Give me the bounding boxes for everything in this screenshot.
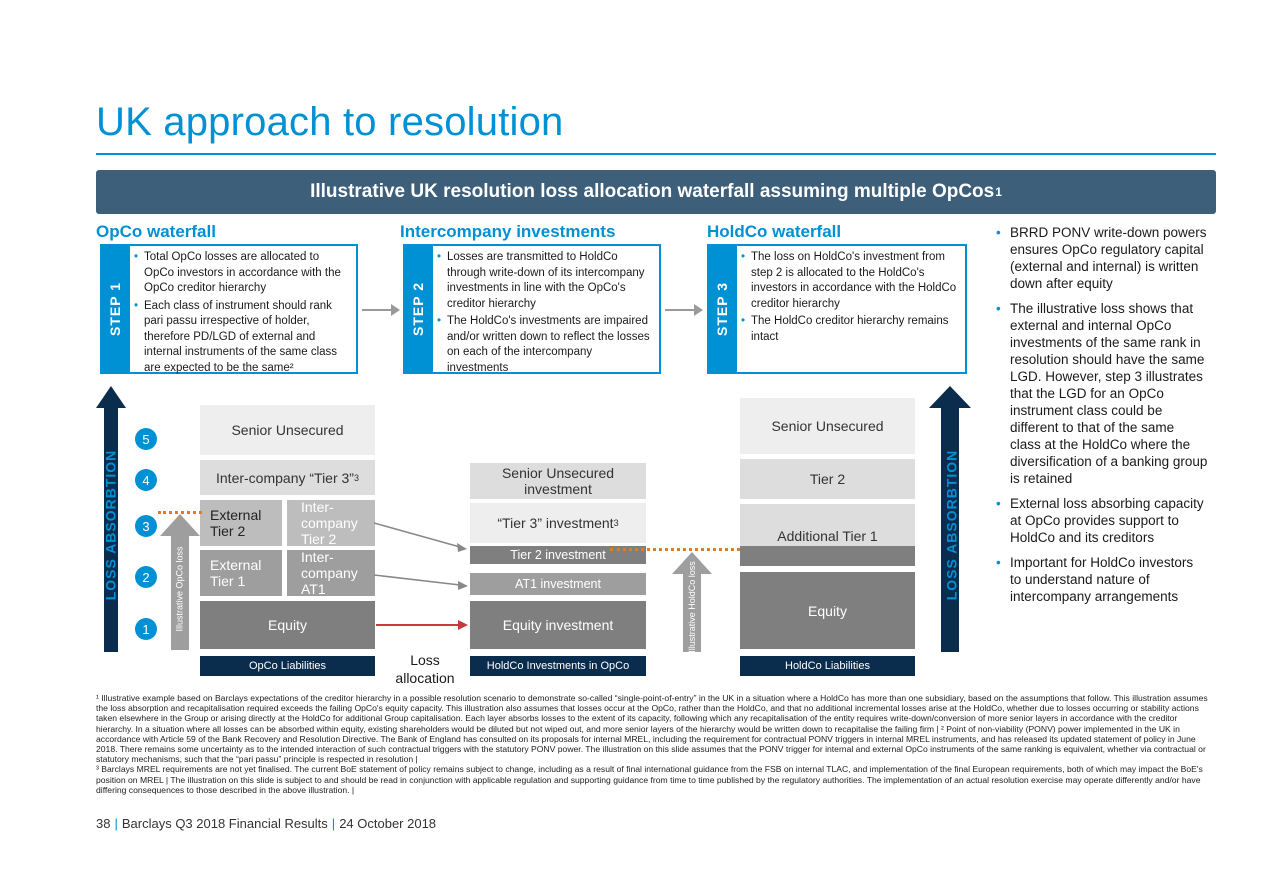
intercompany-tier3-footnote-ref: 3 xyxy=(613,518,619,528)
level-number-3: 3 xyxy=(135,515,157,537)
loss-allocation-label: Loss allocation xyxy=(395,652,455,686)
opco-intercompany-at1: Inter-company AT1 xyxy=(287,549,375,597)
step-3-label: STEP 3 xyxy=(714,282,730,336)
page-footer: 38|Barclays Q3 2018 Financial Results|24… xyxy=(96,816,436,831)
opco-equity: Equity xyxy=(200,601,375,649)
holdco-liabilities-label: HoldCo Liabilities xyxy=(740,656,915,676)
intercompany-equity: Equity investment xyxy=(470,601,646,649)
holdco-senior-unsecured: Senior Unsecured xyxy=(740,398,915,454)
holdco-loss-arrow xyxy=(672,552,712,652)
level-number-1: 1 xyxy=(135,618,157,640)
title-divider xyxy=(96,153,1216,155)
left-loss-absorbtion-arrow xyxy=(96,386,126,652)
holdco-loss-label-wrap: Illustrative HoldCo loss xyxy=(632,561,752,653)
commentary-bullet-3: External loss absorbing capacity at OpCo… xyxy=(996,495,1208,546)
footer-separator: | xyxy=(114,816,118,831)
holdco-loss-line xyxy=(610,548,740,551)
opco-to-intercompany-arrows xyxy=(373,522,468,630)
banner-footnote-ref: 1 xyxy=(995,185,1002,199)
commentary-bullet-4: Important for HoldCo investors to unders… xyxy=(996,554,1208,605)
opco-liabilities-label: OpCo Liabilities xyxy=(200,656,375,676)
step-3-box: The loss on HoldCo's investment from ste… xyxy=(737,244,967,374)
intercompany-senior-unsecured: Senior Unsecured investment xyxy=(470,463,646,499)
commentary-bullet-2: The illustrative loss shows that externa… xyxy=(996,300,1208,487)
footer-doc-title: Barclays Q3 2018 Financial Results xyxy=(121,816,328,831)
intercompany-tier2: Tier 2 investment xyxy=(470,546,646,564)
opco-tier3-text: Inter-company “Tier 3” xyxy=(216,469,354,486)
opco-loss-line xyxy=(158,511,202,514)
intercompany-heading: Intercompany investments xyxy=(400,222,616,241)
level-number-4: 4 xyxy=(135,469,157,491)
opco-loss-label: Illustrative OpCo loss xyxy=(175,546,185,632)
diagram-banner: Illustrative UK resolution loss allocati… xyxy=(96,170,1216,214)
holdco-additional-tier1: Additional Tier 1 xyxy=(740,504,915,546)
right-loss-absorbtion-label: LOSS ABSORBTION xyxy=(943,449,960,601)
holdco-equity: Equity xyxy=(740,572,915,649)
opco-senior-unsecured: Senior Unsecured xyxy=(200,405,375,455)
opco-external-tier1: External Tier 1 xyxy=(200,550,282,596)
commentary-panel: BRRD PONV write-down powers ensures OpCo… xyxy=(996,224,1208,613)
step-1-bullet-2: Each class of instrument should rank par… xyxy=(134,299,350,377)
opco-waterfall-heading: OpCo waterfall xyxy=(96,222,216,241)
step-1-to-2-arrow xyxy=(362,304,400,316)
footnote-3: ³ Barclays MREL requirements are not yet… xyxy=(96,764,1203,795)
step-1-bar: STEP 1 xyxy=(100,244,130,374)
footer-separator: | xyxy=(331,816,336,831)
holdco-investments-label: HoldCo Investments in OpCo xyxy=(470,656,646,676)
footer-date: 24 October 2018 xyxy=(339,816,437,831)
left-loss-absorbtion-label: LOSS ABSORBTION xyxy=(102,449,119,601)
step-2-bullet-1: Losses are transmitted to HoldCo through… xyxy=(437,250,653,312)
step-2-to-3-arrow xyxy=(665,304,703,316)
commentary-bullet-1: BRRD PONV write-down powers ensures OpCo… xyxy=(996,224,1208,292)
step-1-box: Total OpCo losses are allocated to OpCo … xyxy=(130,244,358,374)
holdco-loss-label: Illustrative HoldCo loss xyxy=(686,561,697,653)
step-2-bar: STEP 2 xyxy=(403,244,433,374)
step-2-label: STEP 2 xyxy=(410,282,426,336)
step-3-bullet-2: The HoldCo creditor hierarchy remains in… xyxy=(741,314,959,345)
step-1-bullet-1: Total OpCo losses are allocated to OpCo … xyxy=(134,250,350,297)
step-1-label: STEP 1 xyxy=(107,282,123,336)
intercompany-tier3-text: “Tier 3” investment xyxy=(497,515,614,531)
footnotes: ¹ Illustrative example based on Barclays… xyxy=(96,693,1216,795)
step-2-bullet-2: The HoldCo's investments are impaired an… xyxy=(437,314,653,376)
page-number: 38 xyxy=(96,816,111,831)
banner-text: Illustrative UK resolution loss allocati… xyxy=(310,181,995,202)
step-2-box: Losses are transmitted to HoldCo through… xyxy=(433,244,661,374)
level-number-5: 5 xyxy=(135,428,157,450)
intercompany-at1: AT1 investment xyxy=(470,573,646,595)
step-3-bullet-1: The loss on HoldCo's investment from ste… xyxy=(741,250,959,312)
opco-loss-arrow xyxy=(160,514,200,650)
opco-tier3-footnote-ref: 3 xyxy=(353,472,359,483)
opco-intercompany-tier3: Inter-company “Tier 3”3 xyxy=(200,460,375,495)
level-number-2: 2 xyxy=(135,566,157,588)
footnote-1-2: ¹ Illustrative example based on Barclays… xyxy=(96,693,1208,765)
holdco-waterfall-heading: HoldCo waterfall xyxy=(707,222,842,241)
holdco-at1-loss-portion xyxy=(740,546,915,566)
holdco-tier2: Tier 2 xyxy=(740,459,915,499)
opco-intercompany-tier2: Inter-company Tier 2 xyxy=(287,499,375,547)
step-3-bar: STEP 3 xyxy=(707,244,737,374)
page-title: UK approach to resolution xyxy=(96,100,564,144)
right-loss-absorbtion-arrow xyxy=(929,386,971,652)
opco-external-tier2: External Tier 2 xyxy=(200,500,282,546)
